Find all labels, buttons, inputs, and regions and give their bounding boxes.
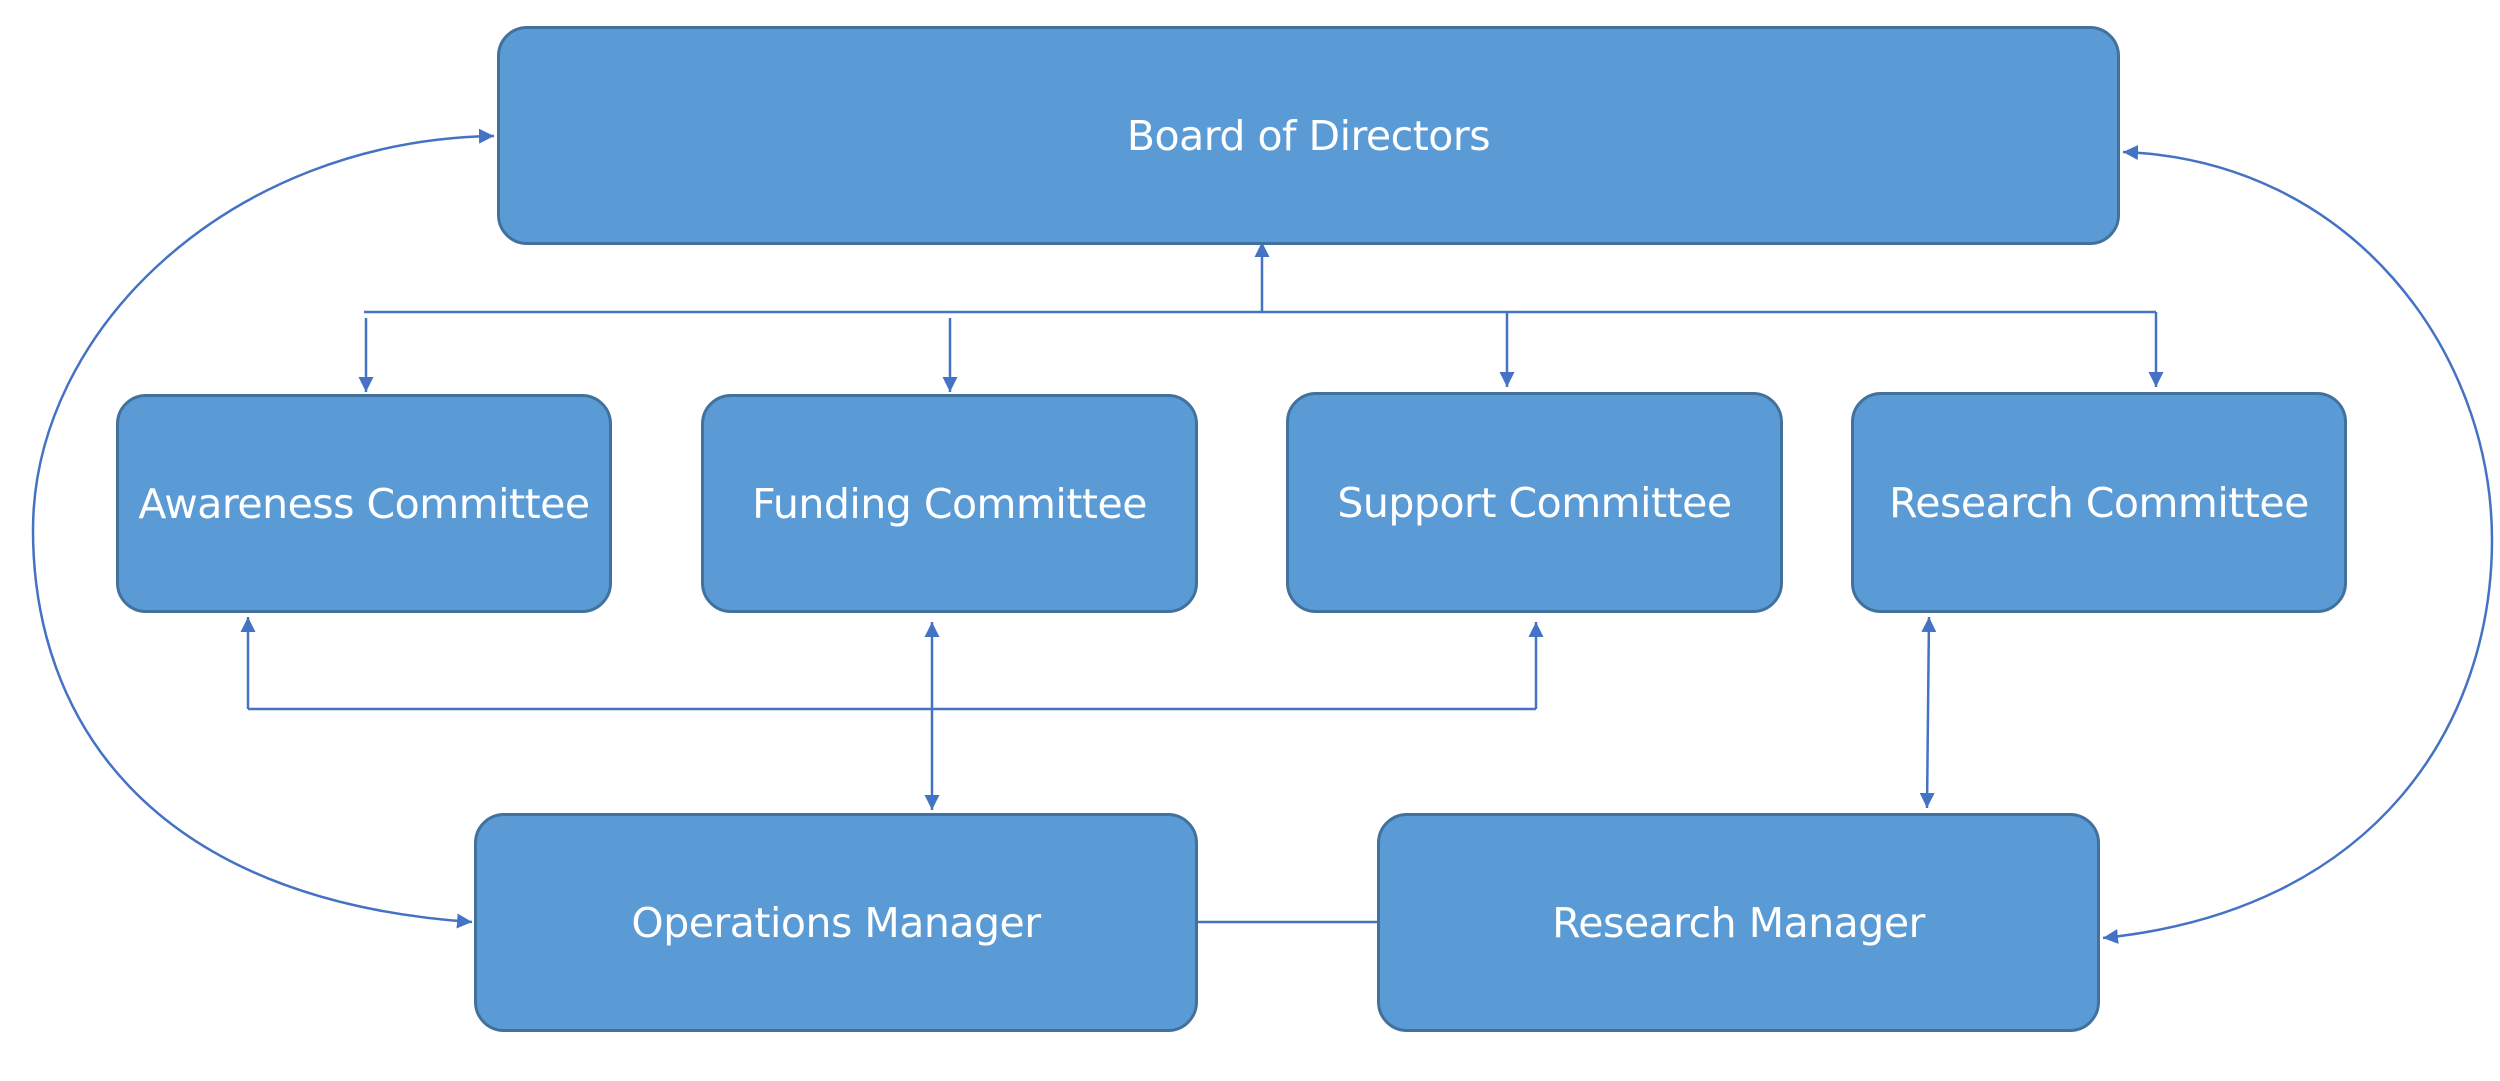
awareness-committee-label: Awareness Committee [138, 479, 590, 528]
funding-committee-box: Funding Committee [701, 394, 1198, 613]
board-of-directors-label: Board of Directors [1126, 111, 1491, 160]
research-committee-box: Research Committee [1851, 392, 2347, 613]
funding-committee-label: Funding Committee [752, 479, 1147, 528]
board-of-directors-box: Board of Directors [497, 26, 2120, 245]
awareness-committee-box: Awareness Committee [116, 394, 612, 613]
support-committee-box: Support Committee [1286, 392, 1783, 613]
research-manager-committee-double-arrow [1919, 616, 1937, 809]
research-committee-label: Research Committee [1889, 478, 2309, 527]
research-manager-box: Research Manager [1377, 813, 2100, 1032]
research-manager-label: Research Manager [1552, 898, 1925, 947]
operations-board-curve [31, 128, 495, 929]
operations-manager-label: Operations Manager [631, 898, 1041, 947]
research-manager-board-curve [2102, 145, 2494, 944]
operations-manager-box: Operations Manager [474, 813, 1198, 1032]
support-committee-label: Support Committee [1337, 478, 1732, 527]
